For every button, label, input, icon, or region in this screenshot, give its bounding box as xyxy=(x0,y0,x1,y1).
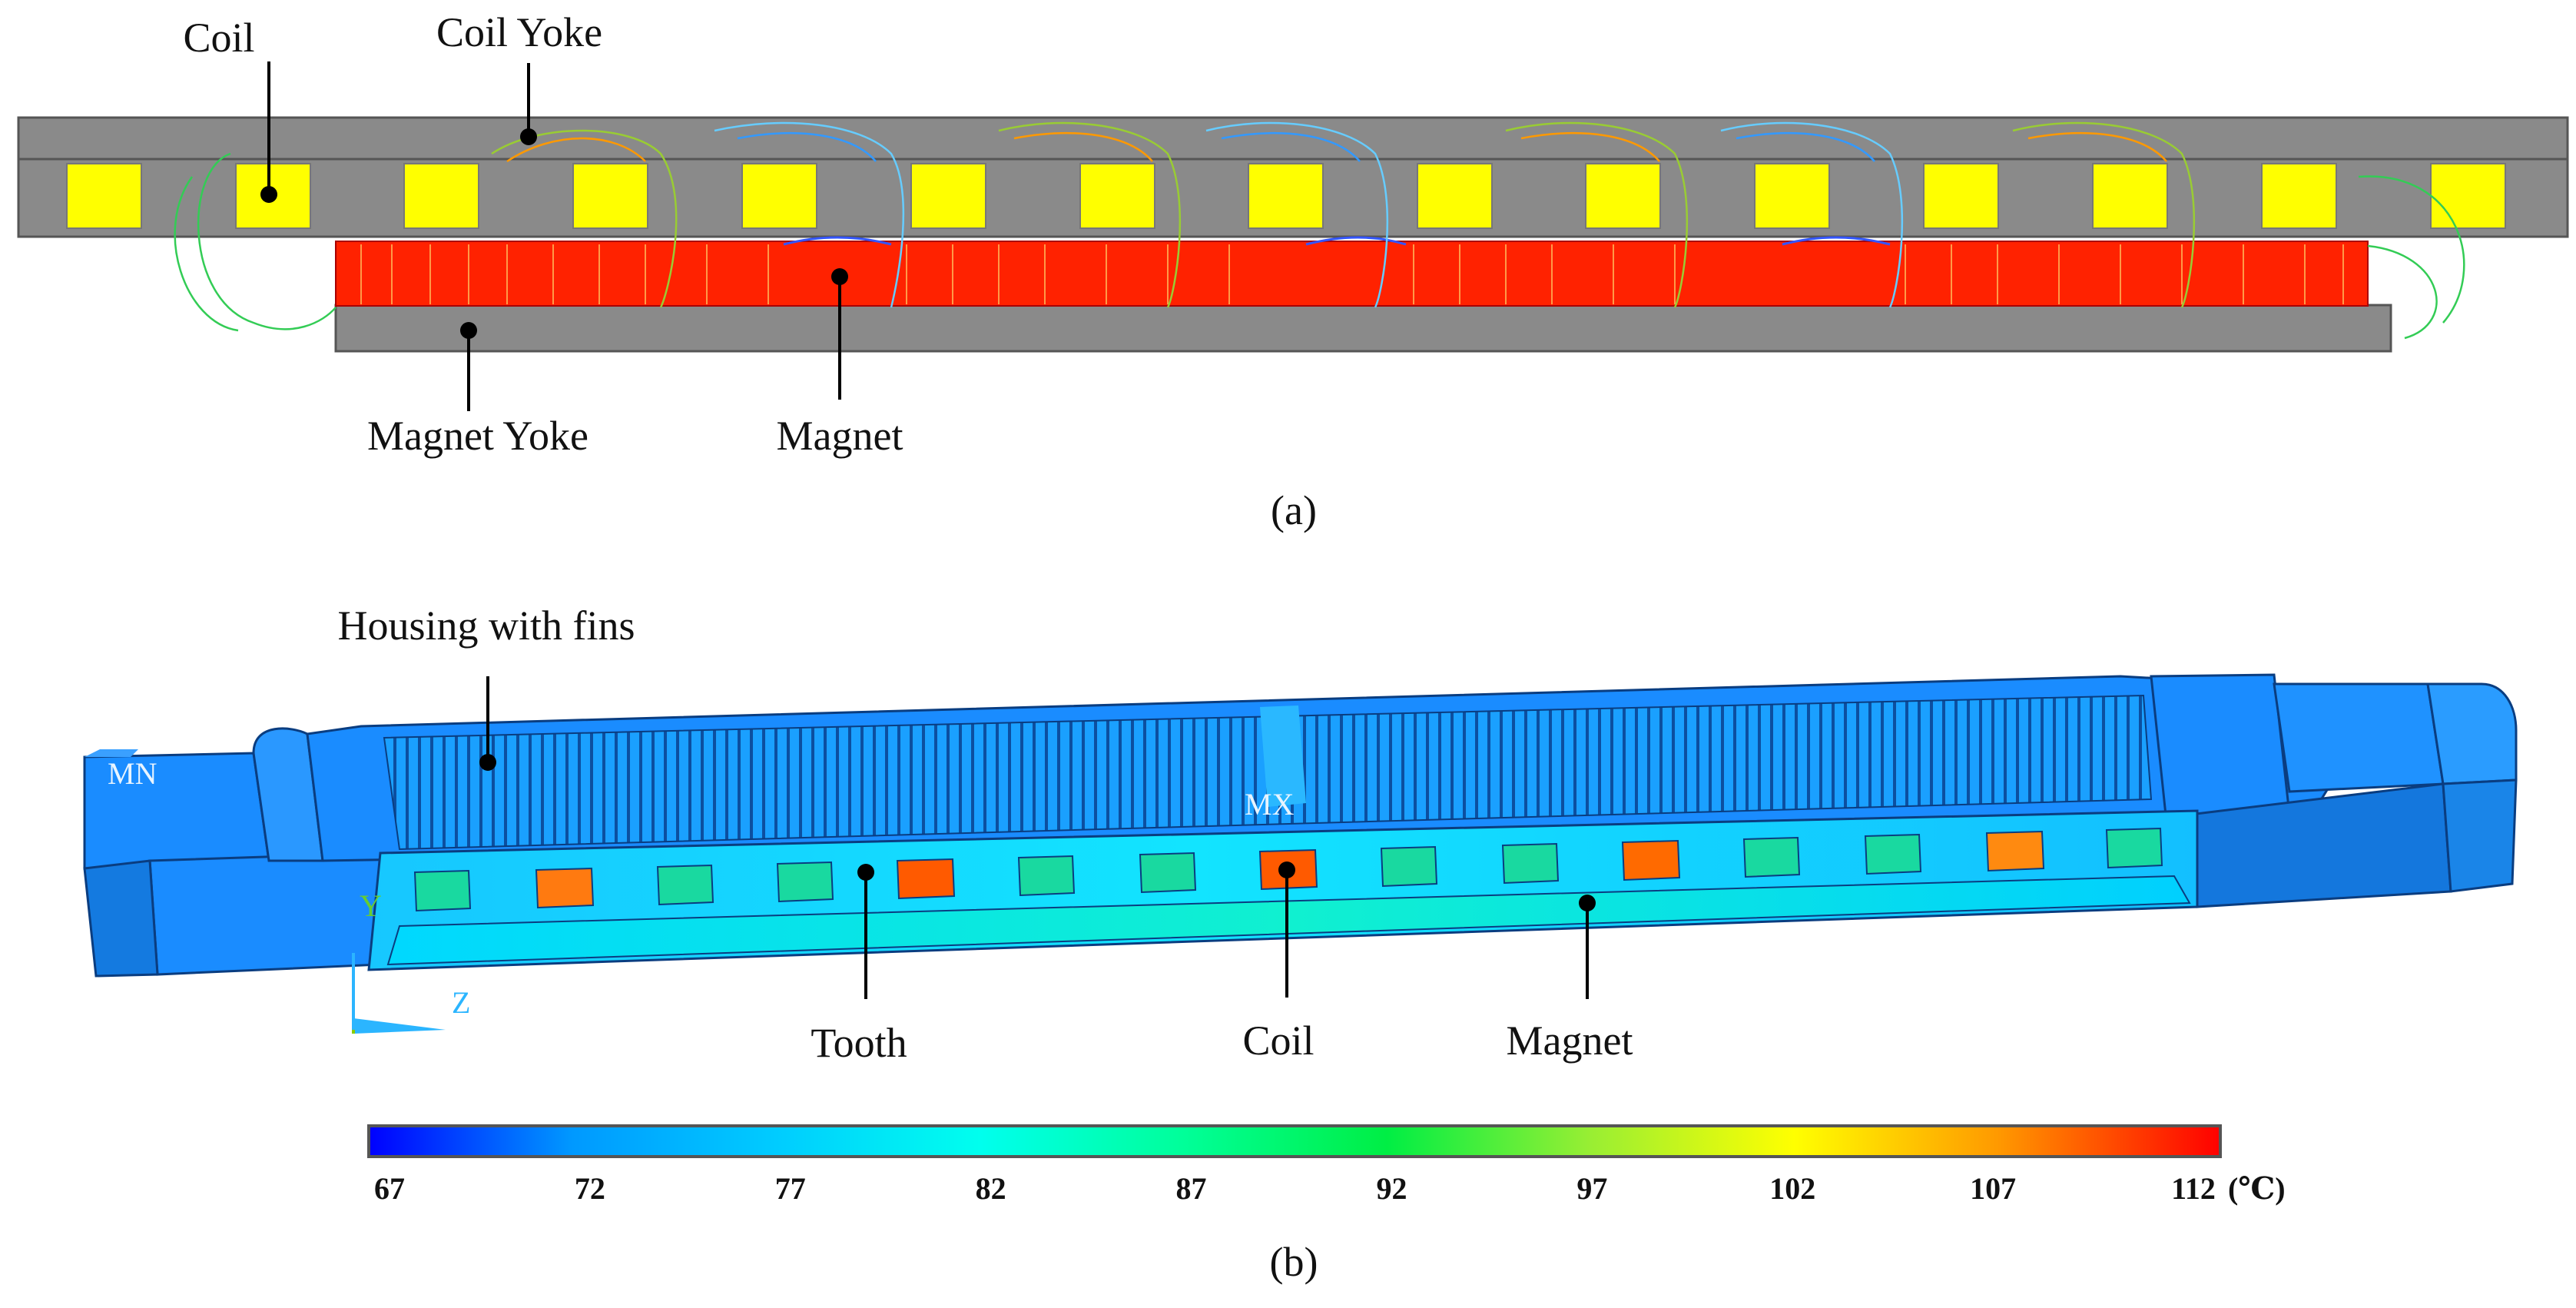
caption-a: (a) xyxy=(1271,487,1317,533)
axis-triad: Y Z xyxy=(352,888,470,1034)
colorbar-tick-label: 112 xyxy=(2171,1171,2216,1206)
panel-a: Coil Coil Yoke Magnet Yoke Magnet (a) xyxy=(17,9,2569,533)
panel-b: MN xyxy=(83,603,2518,1285)
label-coil-b: Coil xyxy=(1242,861,1315,1064)
caption-b: (b) xyxy=(1270,1239,1318,1285)
colorbar-tick-labels: 67 72 77 82 87 92 97 102 107 112 xyxy=(374,1171,2216,1206)
magnet-array xyxy=(335,236,2369,307)
svg-text:Magnet: Magnet xyxy=(1507,1018,1633,1064)
left-end-block: MN xyxy=(83,727,382,978)
svg-text:Coil: Coil xyxy=(1242,1018,1314,1064)
magnet-yoke xyxy=(334,304,2392,353)
coil-blocks xyxy=(413,827,2163,912)
label-magnet-b: Magnet xyxy=(1507,895,1633,1064)
colorbar-tick-label: 102 xyxy=(1769,1171,1815,1206)
colorbar-tick-label: 77 xyxy=(775,1171,806,1206)
label-coil-a: Coil xyxy=(183,15,277,203)
colorbar-tick-label: 72 xyxy=(575,1171,605,1206)
svg-text:Housing with fins: Housing with fins xyxy=(337,603,635,649)
right-end-block xyxy=(2150,673,2518,908)
axis-z-label: Z xyxy=(452,985,470,1020)
label-housing: Housing with fins xyxy=(337,603,635,771)
colorbar-tick-label: 92 xyxy=(1376,1171,1407,1206)
svg-text:Coil Yoke: Coil Yoke xyxy=(436,9,602,55)
colorbar-unit: (℃) xyxy=(2228,1171,2286,1206)
stator-body xyxy=(367,809,2199,971)
colorbar-gradient xyxy=(367,1124,2222,1158)
svg-text:Magnet: Magnet xyxy=(777,413,903,459)
axis-y-label: Y xyxy=(360,888,382,923)
temperature-colorbar: 67 72 77 82 87 92 97 102 107 112 (℃) xyxy=(367,1124,2286,1206)
colorbar-tick-label: 97 xyxy=(1576,1171,1607,1206)
marker-max: MX xyxy=(1245,787,1295,822)
label-tooth: Tooth xyxy=(811,864,907,1066)
svg-text:Tooth: Tooth xyxy=(811,1020,907,1066)
label-magnet-a: Magnet xyxy=(777,268,903,459)
colorbar-tick-label: 107 xyxy=(1970,1171,2016,1206)
colorbar-tick-label: 82 xyxy=(976,1171,1006,1206)
colorbar-tick-label: 67 xyxy=(374,1171,405,1206)
marker-min: MN xyxy=(108,756,157,791)
housing-with-fins xyxy=(306,675,2337,862)
flux-lines xyxy=(174,121,2465,340)
coil-slots xyxy=(66,163,2506,229)
label-magnet-yoke: Magnet Yoke xyxy=(367,322,588,459)
colorbar-tick-label: 87 xyxy=(1176,1171,1207,1206)
svg-text:Coil: Coil xyxy=(183,15,254,61)
svg-text:Magnet Yoke: Magnet Yoke xyxy=(367,413,588,459)
label-coil-yoke: Coil Yoke xyxy=(436,9,602,145)
